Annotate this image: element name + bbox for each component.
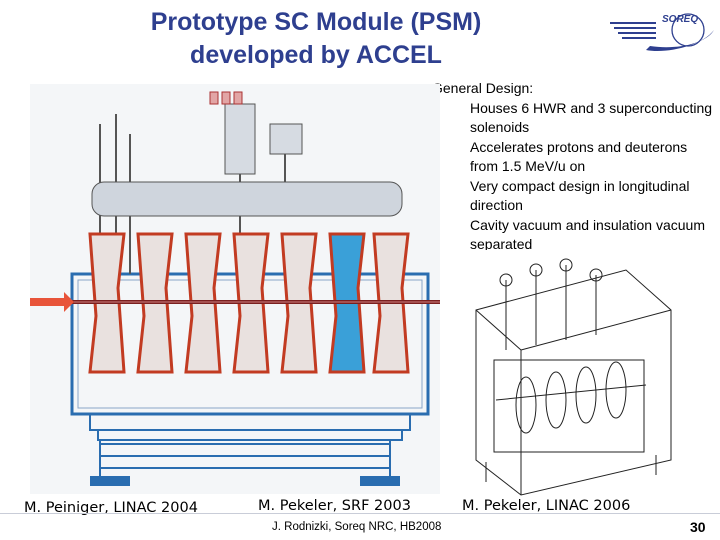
- general-design-heading: General Design:: [432, 80, 534, 96]
- design-bullet: •Very compact design in longitudinal dir…: [432, 177, 718, 216]
- page-number: 30: [690, 519, 706, 535]
- design-bullet: •Cavity vacuum and insulation vacuum sep…: [432, 216, 718, 255]
- title-line-1: Prototype SC Module (PSM): [150, 8, 482, 36]
- soreq-logo: SOREQ: [606, 10, 718, 56]
- general-design-list: General Design: •Houses 6 HWR and 3 supe…: [432, 79, 718, 255]
- footer-rule: [0, 513, 720, 514]
- cryomodule-isometric-drawing: [466, 250, 678, 498]
- caption-right: M. Pekeler, LINAC 2006: [462, 498, 631, 514]
- design-bullet: •Houses 6 HWR and 3 superconducting sole…: [432, 99, 718, 138]
- logo-text: SOREQ: [662, 14, 699, 25]
- soreq-logo-icon: [610, 13, 714, 52]
- caption-middle: M. Pekeler, SRF 2003: [258, 498, 411, 514]
- title-line-2: developed by ACCEL: [190, 41, 442, 69]
- design-bullet: •Accelerates protons and deuterons from …: [432, 138, 718, 177]
- cryomodule-section-drawing: [30, 84, 440, 494]
- slide-title: Prototype SC Module (PSM) developed by A…: [96, 6, 536, 72]
- footer-text: J. Rodnizki, Soreq NRC, HB2008: [272, 521, 442, 533]
- caption-left: M. Peiniger, LINAC 2004: [24, 500, 198, 516]
